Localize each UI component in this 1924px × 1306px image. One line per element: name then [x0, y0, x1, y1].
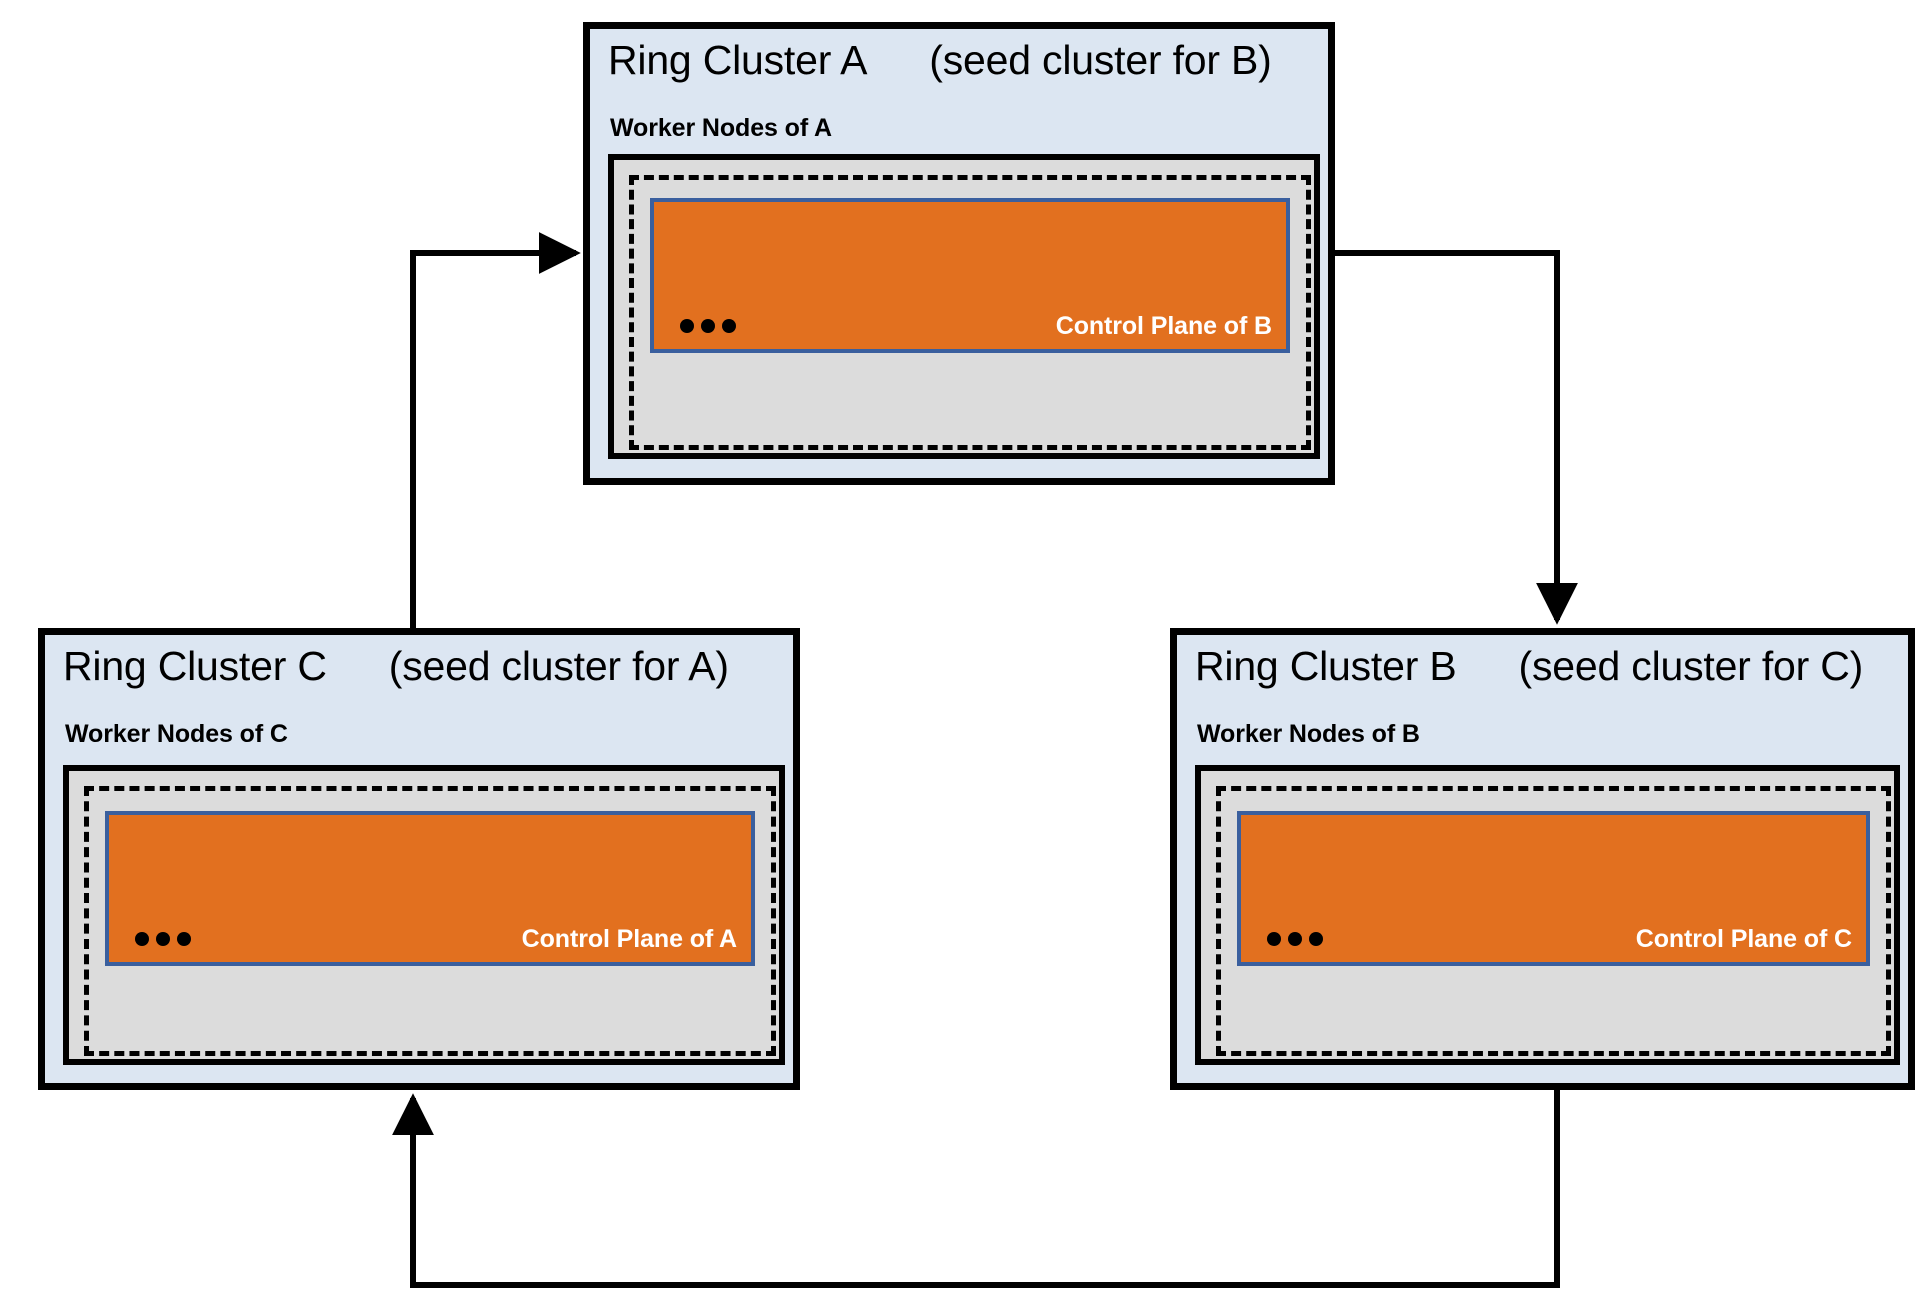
- cluster-a-name: Ring Cluster A: [608, 37, 868, 83]
- cluster-b-seed-note: (seed cluster for C): [1518, 643, 1864, 689]
- ellipsis-dots-icon-c: [135, 932, 191, 946]
- control-plane-label-c: Control Plane of A: [521, 925, 737, 953]
- worker-nodes-box-b[interactable]: Control Plane of C: [1195, 765, 1900, 1065]
- cluster-c-seed-note: (seed cluster for A): [388, 643, 729, 689]
- cluster-a-worker-label: Worker Nodes of A: [610, 114, 832, 142]
- worker-node-dashed-boundary-c: [84, 786, 776, 1056]
- cluster-c-worker-label: Worker Nodes of C: [65, 720, 288, 748]
- ring-cluster-b[interactable]: Ring Cluster B (seed cluster for C) Work…: [1170, 628, 1915, 1090]
- worker-nodes-box-a[interactable]: Control Plane of B: [608, 154, 1320, 459]
- worker-node-dashed-boundary-b: [1216, 786, 1891, 1056]
- ellipsis-dots-icon-b: [1267, 932, 1323, 946]
- ring-cluster-a[interactable]: Ring Cluster A (seed cluster for B) Work…: [583, 22, 1335, 485]
- control-plane-box-a[interactable]: Control Plane of B: [650, 198, 1290, 353]
- cluster-c-title-row: Ring Cluster C (seed cluster for A): [63, 643, 729, 690]
- worker-nodes-box-c[interactable]: Control Plane of A: [63, 765, 785, 1065]
- control-plane-label-a: Control Plane of B: [1055, 312, 1272, 340]
- cluster-b-name: Ring Cluster B: [1195, 643, 1457, 689]
- cluster-a-seed-note: (seed cluster for B): [929, 37, 1272, 83]
- arrow-a-to-b: [1335, 250, 1578, 625]
- control-plane-label-b: Control Plane of C: [1635, 925, 1852, 953]
- cluster-a-title-row: Ring Cluster A (seed cluster for B): [608, 37, 1272, 84]
- arrow-c-to-a: [410, 232, 581, 628]
- cluster-b-title-row: Ring Cluster B (seed cluster for C): [1195, 643, 1863, 690]
- cluster-c-name: Ring Cluster C: [63, 643, 327, 689]
- cluster-b-worker-label: Worker Nodes of B: [1197, 720, 1420, 748]
- ellipsis-dots-icon-a: [680, 319, 736, 333]
- control-plane-box-c[interactable]: Control Plane of A: [105, 811, 755, 966]
- worker-node-dashed-boundary-a: [629, 175, 1311, 450]
- ring-cluster-c[interactable]: Ring Cluster C (seed cluster for A) Work…: [38, 628, 800, 1090]
- control-plane-box-b[interactable]: Control Plane of C: [1237, 811, 1870, 966]
- arrow-b-to-c: [392, 1090, 1560, 1288]
